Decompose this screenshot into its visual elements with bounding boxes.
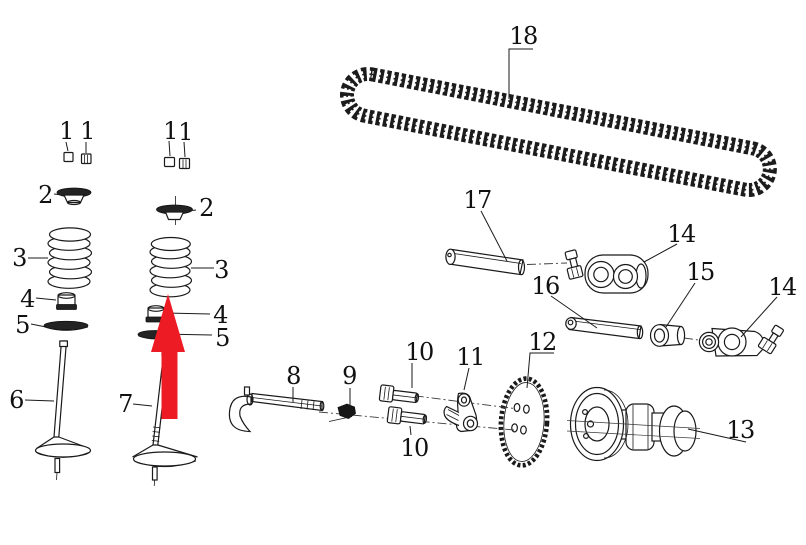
rocker-arm-drawing: [564, 249, 649, 294]
callout-12: 12: [528, 328, 556, 356]
part-number-callouts: 1 1 1 1 2 2 3 3 4 4 5 5 6 7 8 9 10 10 11…: [9, 22, 798, 462]
callout-14: 14: [768, 273, 797, 301]
spring-retainer: [56, 187, 92, 206]
callout-18: 18: [509, 22, 537, 50]
valve-stem-seal: [56, 292, 77, 310]
decompression-cam-drawing: [328, 403, 356, 422]
callout-14: 14: [667, 220, 696, 248]
camshaft-drawing: [566, 386, 701, 462]
callout-1: 1: [80, 117, 94, 145]
callout-7: 7: [118, 390, 132, 418]
sprocket-teeth: [498, 376, 550, 468]
callout-8: 8: [286, 362, 300, 390]
rocker-shaft-drawing: [445, 248, 526, 276]
adjuster-screw: [564, 249, 584, 280]
rocker-arm-drawing: [698, 324, 784, 357]
callout-5: 5: [15, 311, 29, 339]
valve-keeper: [178, 157, 191, 170]
callout-1: 1: [163, 117, 177, 145]
callout-4: 4: [213, 301, 228, 329]
callout-17: 17: [463, 186, 491, 214]
timing-chain-drawing: [340, 67, 777, 198]
callout-11: 11: [456, 343, 484, 371]
exhaust-valve-set-drawing: [132, 156, 198, 487]
callout-2: 2: [199, 194, 213, 222]
callout-3: 3: [12, 244, 26, 272]
valve-keeper: [63, 151, 74, 163]
callout-15: 15: [686, 258, 714, 286]
chain-links-inner: [343, 70, 774, 194]
rocker-shaft-drawing: [565, 316, 644, 340]
callout-2: 2: [38, 181, 52, 209]
valve-spring: [149, 236, 193, 298]
leader-lines: [24, 48, 778, 443]
callout-3: 3: [214, 256, 228, 284]
spring-retainer: [156, 196, 193, 225]
callout-13: 13: [726, 416, 754, 444]
valve-keeper: [80, 153, 92, 165]
valve-keeper: [163, 156, 176, 168]
cam-stopper-plate-drawing: [443, 392, 479, 433]
callout-16: 16: [531, 272, 559, 300]
callout-1: 1: [178, 118, 192, 146]
flange-bolt-drawing: [386, 406, 428, 425]
callout-10: 10: [400, 434, 428, 462]
decompression-shaft-drawing: [228, 386, 325, 433]
bushing-drawing: [649, 323, 686, 347]
chain-links-outer: [340, 67, 777, 198]
intake-valve: [34, 340, 92, 481]
callout-1: 1: [59, 117, 73, 145]
callout-4: 4: [20, 285, 35, 313]
cam-sprocket-drawing: [498, 376, 550, 468]
callout-9: 9: [342, 362, 356, 390]
callout-5: 5: [215, 324, 229, 352]
flange-bolt-drawing: [378, 384, 420, 404]
intake-valve-set-drawing: [34, 151, 93, 481]
sprocket-rim: [503, 382, 545, 462]
callout-6: 6: [9, 386, 23, 414]
callout-10: 10: [405, 338, 433, 366]
decompression-hook: [228, 395, 252, 433]
chain-pins: [346, 73, 771, 191]
red-arrow-annotation: [151, 294, 185, 419]
adjuster-screw: [757, 324, 784, 355]
valve-spring: [47, 227, 93, 289]
spring-seat: [43, 320, 89, 331]
